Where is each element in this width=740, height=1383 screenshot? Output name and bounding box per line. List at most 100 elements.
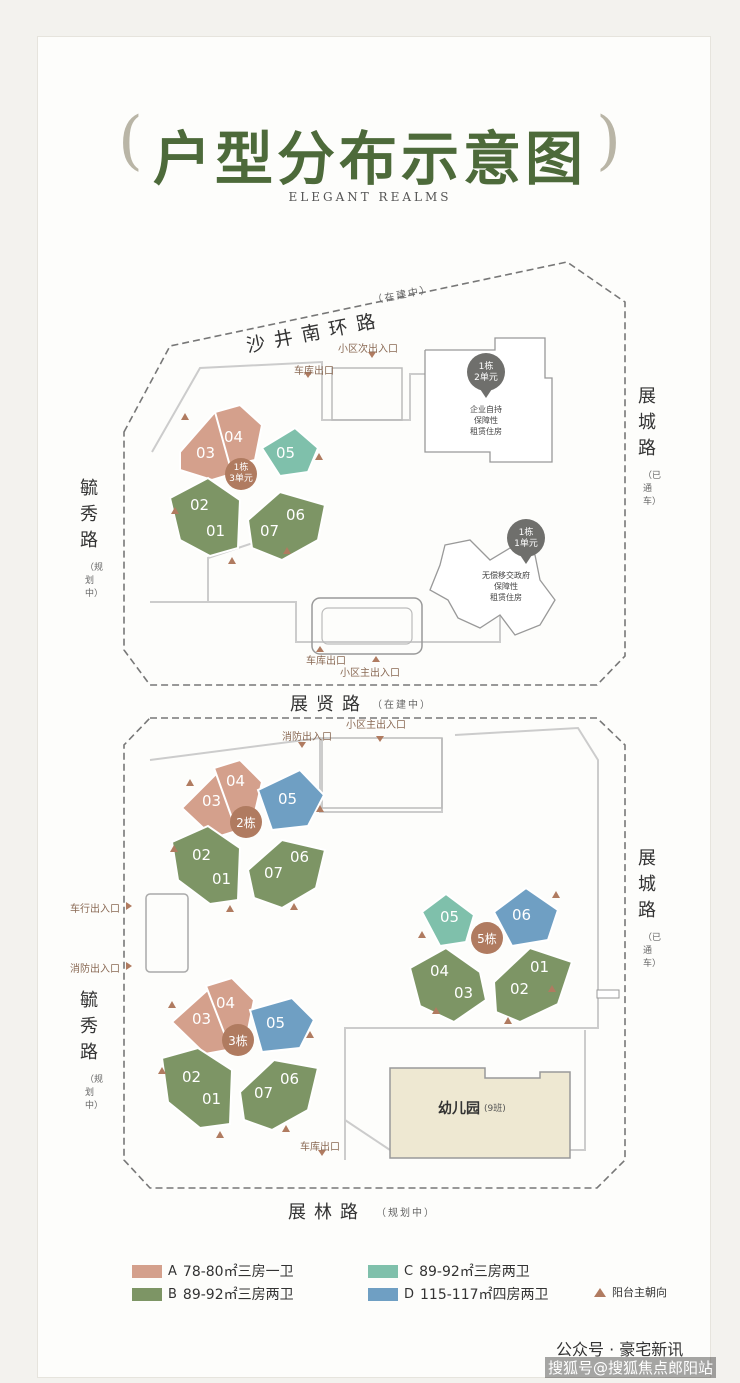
kindergarten-building — [389, 1067, 571, 1159]
road-yuxiu-1: 毓秀路 — [80, 478, 98, 551]
legend-swatch-A — [132, 1264, 162, 1278]
map2-boundary — [123, 717, 626, 1189]
unit-label: 05 — [276, 444, 296, 462]
legend-letter-A: A — [168, 1263, 177, 1279]
legend-letter-D: D — [404, 1286, 415, 1302]
map2-garage-exit-label: 车库出口 — [300, 1142, 340, 1153]
road-yuxiu-2-note: （规划中） — [85, 1075, 104, 1111]
unit-06-shape — [246, 490, 327, 562]
bldg-1-1-pin — [507, 519, 545, 557]
road-zhanlin: 展林路 — [288, 1202, 366, 1223]
unit-label: 06 — [280, 1070, 300, 1088]
legend-swatch-D — [368, 1287, 398, 1301]
bldg-1-3-pin — [225, 458, 257, 490]
unit-label: 03 — [196, 444, 216, 462]
legend-text-C: 89-92㎡三房两卫 — [419, 1264, 530, 1280]
legend-text-B: 89-92㎡三房两卫 — [182, 1287, 294, 1303]
map1-entry-block — [331, 367, 403, 421]
map2-car-entry-block — [145, 893, 189, 973]
balcony-marker — [181, 413, 189, 420]
road-zhancheng-1-note: （已通车） — [643, 471, 662, 507]
unit-label: 05 — [266, 1014, 286, 1032]
road-zhanlin-note: （规划中） — [376, 1208, 436, 1219]
map1-inner-path — [151, 360, 428, 453]
unit-05-shape — [248, 996, 316, 1054]
road-zhancheng-2-note: （已通车） — [643, 933, 662, 969]
road-yuxiu-2: 毓秀路 — [80, 990, 98, 1063]
unit-02-shape — [168, 476, 242, 558]
unit-label: 06 — [290, 848, 310, 866]
page-subtitle: ELEGANT REALMS — [288, 190, 452, 204]
unit-label: 07 — [260, 522, 280, 540]
map1-rental-building-1 — [429, 539, 556, 636]
balcony-marker — [282, 1125, 290, 1132]
map2-fire-entry-top-label: 消防出入口 — [282, 732, 332, 743]
unit-04-shape — [212, 758, 264, 820]
unit-06-shape — [246, 838, 327, 910]
unit-label: 04 — [430, 962, 450, 980]
map1-main-gate-inner — [321, 607, 413, 645]
road-zhancheng-2: 展城路 — [638, 848, 656, 921]
legend-C: C 89-92㎡三房两卫 — [368, 1261, 530, 1281]
unit-05-shape — [420, 892, 476, 948]
unit-label: 06 — [286, 506, 306, 524]
unit-06-shape — [492, 886, 560, 948]
bldg-3-pin — [222, 1024, 254, 1056]
road-zhanxian-note: （在建中） — [372, 700, 432, 711]
unit-label: 02 — [182, 1068, 202, 1086]
balcony-marker — [552, 891, 560, 898]
unit-label: 01 — [530, 958, 550, 976]
unit-06-shape — [238, 1058, 320, 1132]
unit-label: 04 — [224, 428, 244, 446]
unit-label: 05 — [440, 908, 460, 926]
road-yuxiu-1-note: （规划中） — [85, 563, 104, 599]
unit-label: 05 — [278, 790, 298, 808]
legend-text-balcony: 阳台主朝向 — [612, 1286, 667, 1299]
balcony-marker — [228, 557, 236, 564]
title-right-bracket: ) — [596, 104, 621, 178]
unit-label: 04 — [216, 994, 236, 1012]
balcony-icon — [594, 1287, 606, 1297]
watermark-sohu: 搜狐号@搜狐焦点郎阳站 — [545, 1357, 717, 1378]
unit-label: 02 — [192, 846, 212, 864]
map2-main-entry-label: 小区主出入口 — [346, 720, 406, 731]
legend-swatch-B — [132, 1287, 162, 1301]
map1-boundary — [123, 261, 626, 686]
map1-inner-path-3 — [150, 600, 501, 643]
map1-garage-exit-top-label: 车库出口 — [294, 366, 334, 377]
unit-label: 01 — [202, 1090, 222, 1108]
unit-label: 07 — [264, 864, 284, 882]
balcony-marker — [216, 1131, 224, 1138]
unit-04-shape — [408, 946, 488, 1024]
legend-text-A: 78-80㎡三房一卫 — [182, 1264, 294, 1280]
balcony-marker — [186, 779, 194, 786]
legend-B: B 89-92㎡三房两卫 — [132, 1284, 294, 1304]
unit-label: 01 — [212, 870, 232, 888]
legend-swatch-C — [368, 1264, 398, 1278]
bldg-2-label: 2栋 — [236, 816, 256, 830]
rental-1-desc: 无偿移交政府保障性租赁住房 — [482, 571, 530, 602]
map1-garage-exit-bottom-label: 车库出口 — [306, 656, 346, 667]
unit-05-shape — [256, 768, 326, 832]
legend-letter-B: B — [168, 1286, 177, 1302]
unit-02-shape — [170, 824, 242, 906]
legend-D: D 115-117㎡四房两卫 — [368, 1284, 549, 1304]
rental-2-desc: 企业自持保障性租赁住房 — [470, 405, 502, 436]
map2-side-gate — [596, 989, 620, 999]
map2-car-entry-label: 车行出入口 — [70, 904, 120, 915]
map1-main-gate — [311, 597, 423, 655]
map2-entry-block — [321, 737, 443, 809]
legend-A: A 78-80㎡三房一卫 — [132, 1261, 294, 1281]
unit-label: 02 — [190, 496, 210, 514]
unit-label: 02 — [510, 980, 530, 998]
unit-label: 03 — [192, 1010, 212, 1028]
watermark-wechat: 公众号 · 豪宅新讯 — [556, 1340, 684, 1359]
bldg-5-label: 5栋 — [477, 932, 497, 946]
balcony-marker — [290, 903, 298, 910]
balcony-marker — [226, 905, 234, 912]
map1-secondary-entry-label: 小区次出入口 — [338, 344, 398, 355]
kindergarten-note: (9班) — [484, 1104, 506, 1114]
map2-inner-path-3 — [344, 998, 599, 1160]
